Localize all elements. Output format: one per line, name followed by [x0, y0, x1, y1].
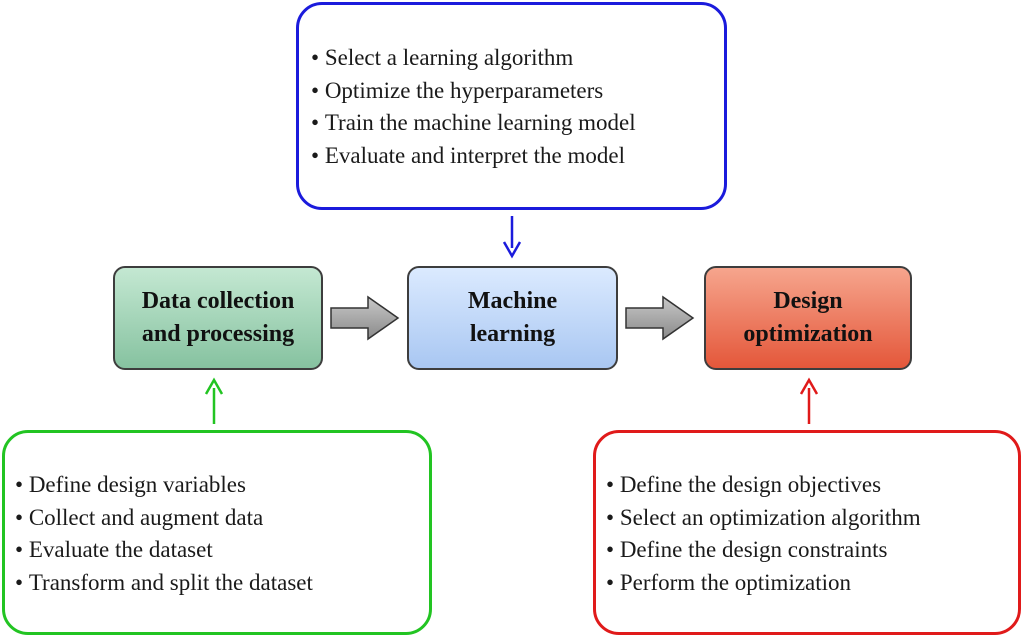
data-steps-box: Define design variables Collect and augm… — [2, 430, 432, 635]
opt-step-item: Define the design objectives — [606, 469, 1018, 502]
data-step-item: Transform and split the dataset — [15, 567, 429, 600]
green-arrow-up — [204, 377, 224, 424]
opt-step-item: Define the design constraints — [606, 534, 1018, 567]
opt-steps-list: Define the design objectives Select an o… — [606, 469, 1018, 599]
stage-opt-line1: Design — [773, 288, 843, 314]
opt-step-item: Select an optimization algorithm — [606, 502, 1018, 535]
stage-data-collection: Data collection and processing — [113, 266, 323, 370]
ml-step-item: Evaluate and interpret the model — [311, 140, 724, 173]
stage-design-optimization: Design optimization — [704, 266, 912, 370]
data-steps-list: Define design variables Collect and augm… — [15, 469, 429, 599]
data-step-item: Collect and augment data — [15, 502, 429, 535]
ml-step-item: Select a learning algorithm — [311, 42, 724, 75]
red-arrow-up — [799, 377, 819, 424]
stage-machine-learning: Machine learning — [407, 266, 618, 370]
data-step-item: Define design variables — [15, 469, 429, 502]
opt-steps-box: Define the design objectives Select an o… — [593, 430, 1021, 635]
flow-arrow-ml-to-opt — [625, 295, 695, 341]
stage-data-line1: Data collection — [141, 288, 295, 314]
data-step-item: Evaluate the dataset — [15, 534, 429, 567]
stage-opt-line2: optimization — [743, 321, 873, 347]
ml-step-item: Train the machine learning model — [311, 107, 724, 140]
stage-data-label: Data collection and processing — [142, 285, 295, 351]
stage-opt-label: Design optimization — [743, 285, 872, 351]
ml-steps-box: Select a learning algorithm Optimize the… — [296, 2, 727, 210]
stage-ml-line1: Machine — [467, 288, 558, 314]
stage-ml-line2: learning — [469, 321, 556, 347]
ml-steps-list: Select a learning algorithm Optimize the… — [311, 42, 724, 172]
ml-step-item: Optimize the hyperparameters — [311, 75, 724, 108]
stage-ml-label: Machine learning — [468, 285, 557, 351]
blue-arrow-down — [502, 216, 522, 259]
flow-arrow-data-to-ml — [330, 295, 400, 341]
stage-data-line2: and processing — [141, 321, 295, 347]
opt-step-item: Perform the optimization — [606, 567, 1018, 600]
